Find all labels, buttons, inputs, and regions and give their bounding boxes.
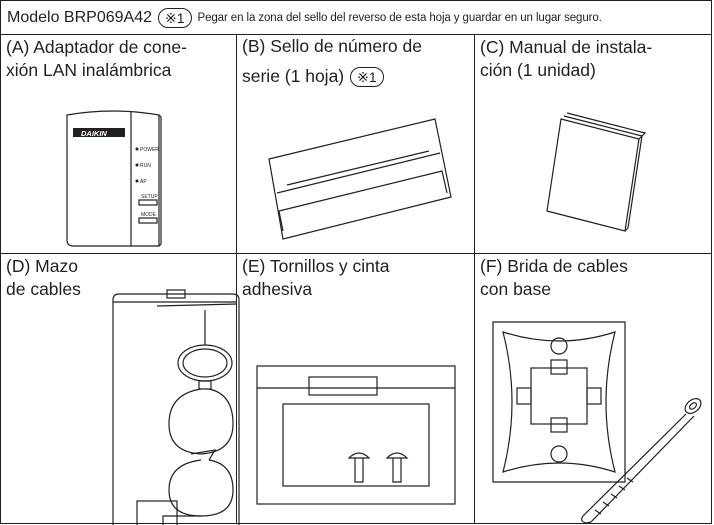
manual-illustration	[546, 112, 647, 232]
mode-text: MODE	[141, 212, 157, 218]
screws-tape-label: (E) Tornillos y cinta adhesiva	[242, 256, 390, 299]
cell-adapter: (A) Adaptador de cone- xión LAN inalámbr…	[1, 35, 237, 254]
adapter-illustration: DAIKIN POWER RUN AP SETUP MODE	[66, 110, 162, 247]
led-run: RUN	[140, 163, 151, 169]
screws-tape-illustration	[256, 365, 456, 505]
adapter-label: (A) Adaptador de cone- xión LAN inalámbr…	[6, 37, 187, 80]
led-power: POWER	[140, 147, 159, 153]
cable-tie-label: (F) Brida de cables con base	[480, 256, 628, 299]
seal-mark: ※1	[350, 67, 384, 87]
cell-cable-tie: (F) Brida de cables con base	[475, 254, 712, 524]
setup-text: SETUP	[141, 194, 158, 200]
accessory-grid: (A) Adaptador de cone- xión LAN inalámbr…	[0, 35, 712, 525]
serial-seal-label: (B) Sello de número de serie (1 hoja)※1	[242, 36, 422, 87]
header-row: Modelo BRP069A42 ※1 Pegar en la zona del…	[0, 0, 712, 35]
cell-manual: (C) Manual de instala- ción (1 unidad)	[475, 35, 712, 254]
wire-harness-label: (D) Mazo de cables	[6, 256, 81, 299]
cell-serial-seal: (B) Sello de número de serie (1 hoja)※1	[237, 35, 475, 254]
manual-label: (C) Manual de instala- ción (1 unidad)	[480, 37, 653, 80]
wire-harness-illustration	[112, 289, 240, 525]
model-label: Modelo BRP069A42	[7, 8, 152, 26]
cell-screws-tape: (E) Tornillos y cinta adhesiva	[237, 254, 475, 524]
brand-text: DAIKIN	[81, 129, 107, 138]
led-ap: AP	[140, 179, 147, 185]
header-note: Pegar en la zona del sello del reverso d…	[197, 11, 602, 24]
cell-wire-harness: (D) Mazo de cables	[1, 254, 240, 525]
cable-tie-illustration	[492, 321, 702, 524]
note-mark: ※1	[157, 7, 192, 28]
seal-illustration	[268, 118, 452, 240]
